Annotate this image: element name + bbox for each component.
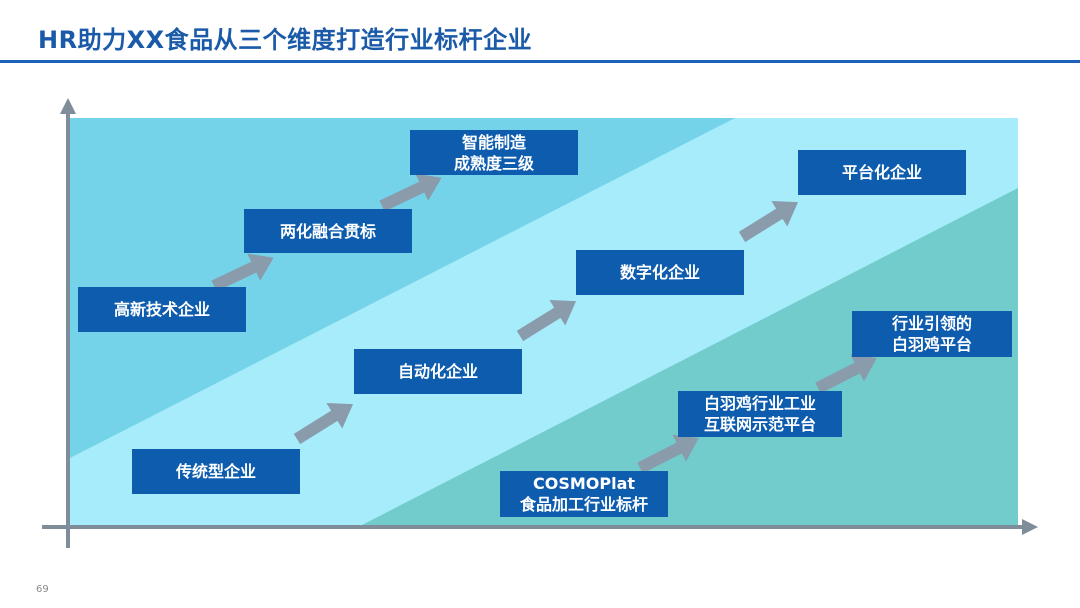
node-middle-3-line-1: 数字化企业 xyxy=(619,263,700,282)
node-bottom-2-line-1: 白羽鸡行业工业 xyxy=(703,394,816,413)
page-number: 69 xyxy=(36,584,49,595)
node-middle-1: 传统型企业 xyxy=(132,449,300,494)
slide-title: HR助力XX食品从三个维度打造行业标杆企业 xyxy=(38,26,533,54)
node-bottom-3-line-1: 行业引领的 xyxy=(891,314,972,333)
node-middle-1-line-1: 传统型企业 xyxy=(175,462,256,481)
node-middle-4: 平台化企业 xyxy=(798,150,966,195)
y-axis-arrowhead xyxy=(60,98,76,114)
node-top-3: 智能制造 成熟度三级 xyxy=(410,130,578,175)
arrow-bottom-2 xyxy=(815,354,877,394)
node-middle-4-line-1: 平台化企业 xyxy=(841,163,922,182)
arrow-middle-3 xyxy=(738,201,799,243)
node-top-3-line-2: 成熟度三级 xyxy=(453,153,534,173)
node-middle-2-line-1: 自动化企业 xyxy=(397,362,478,381)
arrow-middle-2 xyxy=(516,300,577,342)
node-middle-2: 自动化企业 xyxy=(354,349,522,394)
node-bottom-1-line-2: 食品加工行业标杆 xyxy=(519,495,648,514)
node-top-1: 高新技术企业 xyxy=(78,287,246,332)
band-top xyxy=(70,118,735,458)
node-top-2-line-1: 两化融合贯标 xyxy=(279,221,376,241)
x-axis-arrowhead xyxy=(1022,519,1038,535)
band-bottom xyxy=(360,188,1018,526)
node-bottom-1-line-1: COSMOPlat xyxy=(532,474,636,493)
arrow-top-2 xyxy=(379,173,442,212)
node-bottom-1: COSMOPlat 食品加工行业标杆 xyxy=(500,471,668,517)
node-top-3-line-1: 智能制造 xyxy=(461,132,526,152)
node-bottom-3-line-2: 白羽鸡平台 xyxy=(891,335,972,354)
arrow-middle-1 xyxy=(293,403,354,445)
node-top-1-line-1: 高新技术企业 xyxy=(113,300,210,319)
arrow-bottom-1 xyxy=(637,434,699,474)
node-bottom-2-line-2: 互联网示范平台 xyxy=(703,415,816,434)
node-top-2: 两化融合贯标 xyxy=(244,209,412,253)
node-middle-3: 数字化企业 xyxy=(576,250,744,295)
node-bottom-3: 行业引领的 白羽鸡平台 xyxy=(852,311,1012,357)
node-bottom-2: 白羽鸡行业工业 互联网示范平台 xyxy=(678,391,842,437)
title-divider xyxy=(0,60,1080,63)
arrow-top-1 xyxy=(211,253,274,292)
